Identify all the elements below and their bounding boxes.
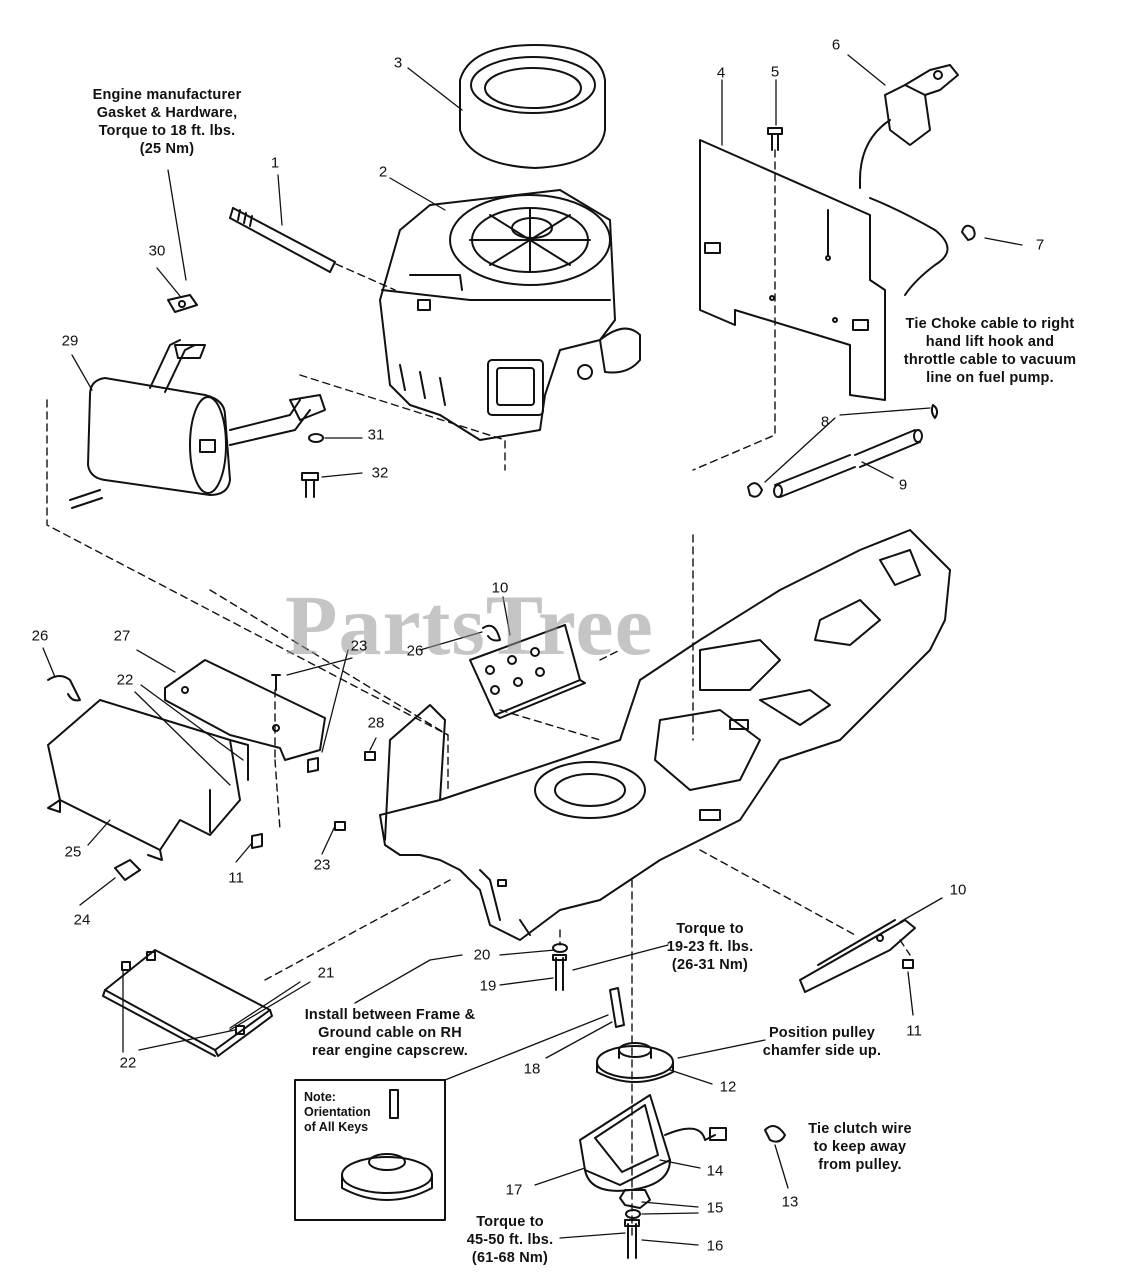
clip-26-top-part (482, 624, 501, 642)
keys-orientation-note: Note: Orientation of All Keys (304, 1090, 371, 1134)
callout-29: 29 (61, 332, 79, 350)
callout-14: 14 (706, 1162, 724, 1180)
torque-19-23-note: Torque to 19-23 ft. lbs. (26-31 Nm) (666, 921, 754, 973)
washers-bolt-14-16-part (619, 1189, 651, 1259)
callout-11-left: 11 (228, 869, 244, 887)
air-cleaner-cover-part (459, 44, 606, 169)
callout-1: 1 (270, 154, 280, 172)
callout-32: 32 (371, 464, 389, 482)
callout-8: 8 (820, 413, 830, 431)
cover-25-part (47, 699, 249, 861)
bolt-5-part (767, 127, 783, 151)
callout-16: 16 (706, 1237, 724, 1255)
callout-23-top: 23 (350, 637, 368, 655)
callout-31: 31 (367, 426, 385, 444)
dashed-alignment-lines (46, 149, 911, 1241)
callout-18: 18 (523, 1060, 541, 1078)
pulley-note: Position pulley chamfer side up. (762, 1025, 882, 1059)
callout-11-right: 11 (906, 1022, 922, 1040)
choke-control-part (859, 64, 959, 296)
key-18-part (609, 987, 625, 1028)
callout-26-top: 26 (406, 642, 424, 660)
pulley-part (596, 1042, 674, 1083)
choke-cable-note: Tie Choke cable to right hand lift hook … (903, 316, 1077, 386)
callout-19: 19 (479, 977, 497, 995)
muffler-part (69, 339, 326, 509)
callout-20: 20 (473, 946, 491, 964)
callout-13: 13 (781, 1193, 799, 1211)
ties-and-hose-part (747, 404, 939, 498)
callout-6: 6 (831, 36, 841, 54)
watermark: PartsTree (285, 577, 654, 673)
clip-13-part (764, 1125, 786, 1143)
bracket-10-bottom-part (799, 919, 916, 993)
callout-26-left: 26 (31, 627, 49, 645)
torque-45-50-note: Torque to 45-50 ft. lbs. (61-68 Nm) (466, 1214, 554, 1266)
callout-10-top: 10 (491, 579, 509, 597)
heat-shield-part (699, 139, 886, 401)
stud-part (229, 207, 336, 273)
clutch-wire-note: Tie clutch wire to keep away from pulley… (808, 1121, 912, 1173)
callout-21: 21 (317, 964, 335, 982)
callout-7: 7 (1035, 236, 1045, 254)
callout-17: 17 (505, 1181, 523, 1199)
keys-note-box (294, 1079, 446, 1221)
engine-part (379, 189, 641, 441)
callout-22-top: 22 (116, 671, 134, 689)
washer-bolt-31-32-part (301, 433, 324, 498)
callout-4: 4 (716, 64, 726, 82)
callout-28: 28 (367, 714, 385, 732)
frame-part (379, 529, 951, 941)
gasket-part (167, 294, 198, 313)
callout-22-bottom: 22 (119, 1054, 137, 1072)
clip-24-part (114, 859, 141, 881)
clip-7-part (961, 224, 976, 241)
callout-5: 5 (770, 63, 780, 81)
callout-23-bottom: 23 (313, 856, 331, 874)
callout-15: 15 (706, 1199, 724, 1217)
callout-30: 30 (148, 242, 166, 260)
callout-12: 12 (719, 1078, 737, 1096)
engine-gasket-note: Engine manufacturer Gasket & Hardware, T… (92, 87, 242, 157)
callout-10-bottom: 10 (949, 881, 967, 899)
ground-cable-note: Install between Frame & Ground cable on … (304, 1007, 476, 1059)
callout-24: 24 (73, 911, 91, 929)
callout-3: 3 (393, 54, 403, 72)
plate-21-part (102, 949, 273, 1057)
callout-27: 27 (113, 627, 131, 645)
leader-lines (42, 54, 1023, 1246)
callout-9: 9 (898, 476, 908, 494)
bracket-10-top-part (469, 624, 586, 719)
callout-2: 2 (378, 163, 388, 181)
bracket-27-part (164, 659, 326, 761)
callout-25: 25 (64, 843, 82, 861)
